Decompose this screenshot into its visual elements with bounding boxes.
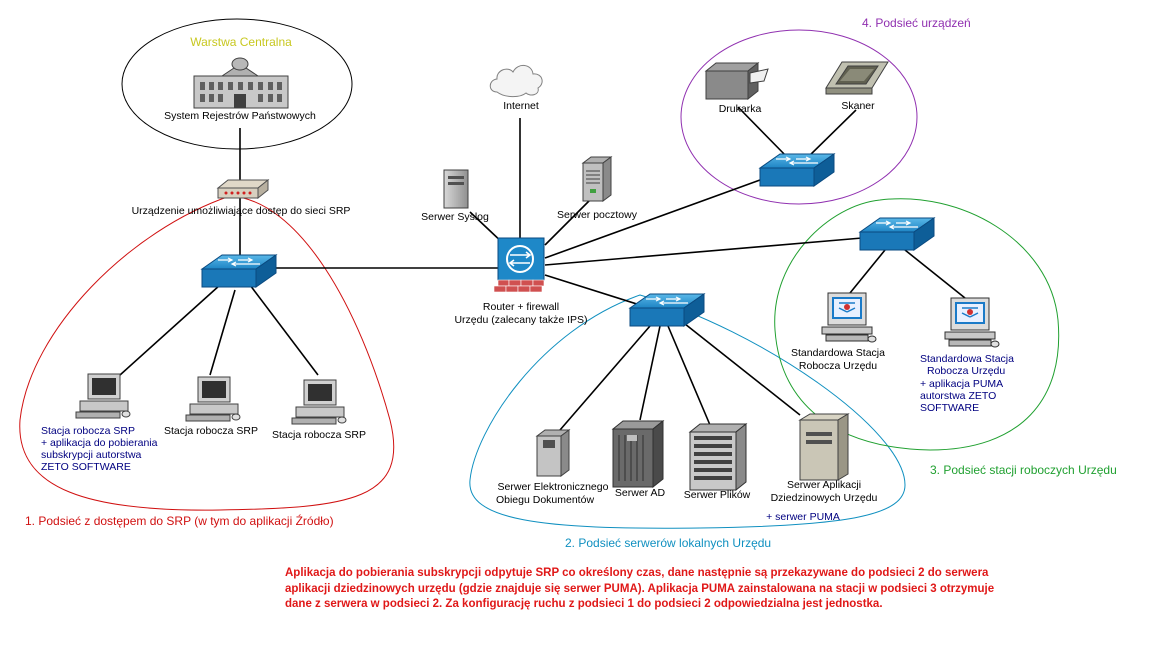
std-ws-2-line3: + aplikacja PUMA — [920, 378, 1003, 390]
srv-eod-line1: Serwer Elektronicznego — [498, 481, 609, 493]
router-label-line2: Urzędu (zalecany także IPS) — [454, 314, 587, 326]
router-label-line1: Router + firewall — [483, 301, 559, 313]
network-device-icon — [216, 178, 270, 200]
tower-server-icon — [535, 429, 571, 477]
subnet-3-boundary — [774, 198, 1060, 451]
note-line: dane z serwera w podsieci 2. Za konfigur… — [285, 598, 883, 610]
switch-icon — [201, 254, 277, 288]
tower-server-icon — [443, 169, 469, 209]
srv-ad-label: Serwer AD — [615, 487, 666, 499]
srv-app-line1: Serwer Aplikacji — [787, 479, 861, 491]
government-building-icon — [193, 57, 289, 109]
ws-srp-2-label: Stacja robocza SRP — [164, 425, 258, 437]
srp-device-label: Urządzenie umożliwiające dostęp do sieci… — [132, 205, 351, 217]
switch-icon — [759, 153, 835, 187]
cloud-icon — [489, 65, 543, 98]
subnet-2-label: 2. Podsieć serwerów lokalnych Urzędu — [565, 536, 771, 550]
srv-app-line2: Dziedzinowych Urzędu — [771, 492, 878, 504]
central-layer-title: Warstwa Centralna — [190, 35, 292, 49]
subnet-1-label: 1. Podsieć z dostępem do SRP (w tym do a… — [25, 513, 334, 528]
std-ws-2-line4: autorstwa ZETO — [920, 390, 996, 402]
subnet-1-boundary — [19, 195, 395, 511]
scanner-label: Skaner — [841, 100, 875, 112]
ws-srp-app-line4: ZETO SOFTWARE — [41, 461, 131, 473]
subnet-4-boundary — [680, 29, 918, 205]
std-ws-1-line1: Standardowa Stacja — [791, 347, 885, 359]
scanner-icon — [825, 61, 889, 95]
srv-eod-line2: Obiegu Dokumentów — [496, 494, 594, 506]
printer-label: Drukarka — [719, 103, 762, 115]
desktop-pc-icon — [185, 376, 241, 422]
desktop-pc-icon — [75, 373, 131, 419]
srv-files-label: Serwer Plików — [684, 489, 751, 501]
subnet-4-label: 4. Podsieć urządzeń — [862, 16, 971, 30]
std-ws-2-line2: Robocza Urzędu — [927, 365, 1005, 377]
std-ws-2-line1: Standardowa Stacja — [920, 353, 1014, 365]
syslog-label: Serwer Syslog — [421, 211, 489, 223]
server-rack-icon — [611, 419, 665, 489]
tower-server-icon — [581, 156, 613, 202]
printer-icon — [704, 61, 769, 101]
std-ws-2-line5: SOFTWARE — [920, 402, 979, 414]
srv-puma-label: + serwer PUMA — [766, 511, 840, 523]
subnet-3-label: 3. Podsieć stacji roboczych Urzędu — [930, 463, 1117, 477]
workstation-monitor-icon — [821, 292, 877, 343]
switch-icon — [859, 217, 935, 251]
desktop-pc-icon — [291, 379, 347, 425]
network-links — [119, 106, 966, 431]
explanation-note: Aplikacja do pobierania subskrypcji odpy… — [285, 566, 1045, 613]
subnet-2-boundary — [469, 294, 906, 529]
mail-server-label: Serwer pocztowy — [557, 209, 638, 221]
internet-label: Internet — [503, 100, 539, 112]
std-ws-1-line2: Robocza Urzędu — [799, 360, 877, 372]
note-line: Aplikacja do pobierania subskrypcji odpy… — [285, 567, 989, 579]
ws-srp-3-label: Stacja robocza SRP — [272, 429, 366, 441]
tower-server-icon — [798, 413, 850, 481]
ws-srp-app-line1: Stacja robocza SRP — [41, 425, 135, 437]
router-firewall-icon — [493, 237, 545, 293]
switch-icon — [629, 293, 705, 327]
workstation-monitor-icon — [944, 297, 1000, 348]
ws-srp-app-line2: + aplikacja do pobierania — [41, 437, 158, 449]
note-line: aplikacji dziedzinowych urzędu (gdzie zn… — [285, 582, 995, 595]
central-layer-boundary — [121, 18, 353, 150]
central-system-label: System Rejestrów Państwowych — [164, 110, 316, 122]
server-rack-icon — [688, 422, 748, 492]
ws-srp-app-line3: subskrypcji autorstwa — [41, 449, 142, 461]
